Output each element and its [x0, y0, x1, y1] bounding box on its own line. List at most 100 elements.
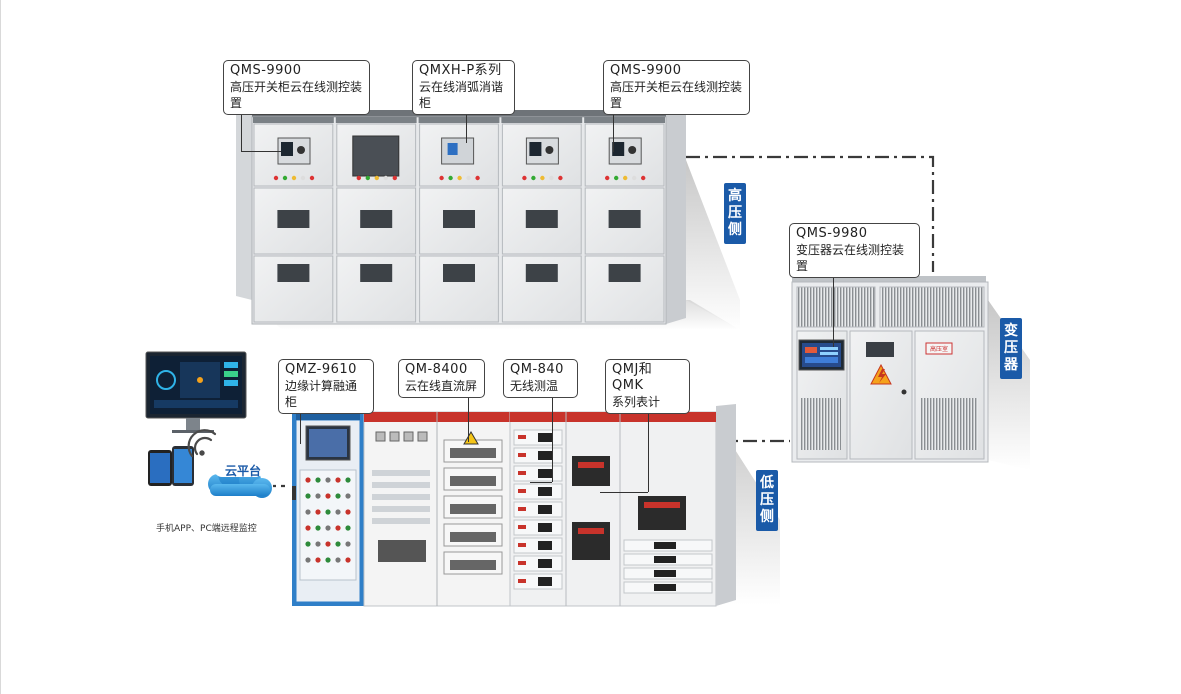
- qmz-button: [345, 477, 351, 483]
- hv-window: [360, 210, 393, 228]
- dc-row: [372, 482, 430, 488]
- hv-window: [608, 210, 641, 228]
- leader-transformer: [833, 257, 834, 347]
- qmz-button: [335, 525, 341, 531]
- badge-high-voltage: 高压侧: [724, 183, 746, 244]
- breaker-2: [572, 522, 610, 560]
- hv-to-transformer-line: [686, 155, 935, 272]
- badge-char: 压: [1004, 340, 1018, 356]
- leader-qm8400: [468, 398, 469, 442]
- hv-cabinets: [253, 117, 665, 323]
- callout-qm840: QM-840 无线测温: [503, 359, 578, 398]
- qmz-button: [345, 509, 351, 515]
- callout-model: QMS-9900: [230, 63, 302, 78]
- meter-icon: [538, 559, 552, 568]
- meter-icon: [538, 505, 552, 514]
- breaker-1: [572, 456, 610, 486]
- meter-icon: [654, 556, 676, 563]
- callout-desc: 边缘计算融通柜: [285, 379, 358, 409]
- wifi-icon: [187, 429, 217, 458]
- meter-window: [352, 135, 400, 177]
- dc-row: [372, 518, 430, 524]
- remote-monitoring: [145, 351, 272, 498]
- hv-window: [443, 210, 475, 228]
- leader-qmj: [648, 398, 649, 492]
- meter-icon: [654, 570, 676, 577]
- qmz-button: [305, 477, 311, 483]
- callout-hv-right: QMS-9900 高压开关柜云在线测控装置: [603, 60, 750, 115]
- callout-model: QMXH-P系列: [419, 63, 502, 78]
- qmz-button: [325, 477, 331, 483]
- meter-icon: [538, 541, 552, 550]
- qmz-button: [335, 541, 341, 547]
- qmz-button: [315, 541, 321, 547]
- callout-model: QMS-9980: [796, 226, 868, 241]
- qmz-button: [315, 477, 321, 483]
- meter-icon: [654, 542, 676, 549]
- hv-window: [277, 210, 310, 228]
- badge-char: 压: [760, 492, 774, 508]
- qmz-button: [335, 477, 341, 483]
- hv-cabinet: [253, 117, 334, 323]
- callout-model: QM-840: [510, 362, 564, 377]
- qmz-button: [345, 541, 351, 547]
- dc-meter: [403, 431, 414, 442]
- leader-qmz: [300, 398, 301, 444]
- callout-model: QMS-9900: [610, 63, 682, 78]
- hv-cabinet: [418, 117, 500, 323]
- qmz-button: [345, 557, 351, 563]
- qmz-button: [315, 509, 321, 515]
- dc-module: [378, 540, 426, 562]
- badge-transformer: 变压器: [1000, 318, 1022, 379]
- transformer-warning-label: 高压室: [930, 345, 948, 353]
- dc-meter: [375, 431, 386, 442]
- meter-icon: [538, 577, 552, 586]
- qmz-button: [305, 493, 311, 499]
- badge-char: 低: [760, 475, 774, 491]
- callout-transformer: QMS-9980 变压器云在线测控装置: [789, 223, 920, 278]
- qmz-button: [325, 509, 331, 515]
- callout-hv-mid: QMXH-P系列 云在线消弧消谐柜: [412, 60, 515, 115]
- callout-desc: 高压开关柜云在线测控装置: [610, 80, 743, 110]
- qmz-button: [305, 509, 311, 515]
- breaker-3: [638, 496, 686, 530]
- hv-cabinet: [335, 117, 417, 323]
- callout-model: QM-8400: [405, 362, 468, 377]
- badge-char: 侧: [728, 222, 742, 238]
- dc-meter: [417, 431, 428, 442]
- hv-window: [443, 264, 475, 282]
- qmz-button: [325, 525, 331, 531]
- qmz-button: [335, 509, 341, 515]
- meter-icon: [538, 451, 552, 460]
- left-edge-rule: [0, 0, 1, 694]
- qmz-button: [315, 557, 321, 563]
- cloud-platform-label: 云平台: [225, 464, 262, 478]
- callout-model: QMJ和QMK: [612, 362, 653, 393]
- meter-icon: [538, 523, 552, 532]
- warning-icon: [463, 431, 479, 445]
- badge-char: 高: [728, 188, 742, 204]
- hv-window: [608, 264, 641, 282]
- badge-char: 变: [1004, 323, 1018, 339]
- hv-window: [525, 210, 558, 228]
- dc-meter: [389, 431, 400, 442]
- leader-hv-left-h: [241, 151, 281, 152]
- qmz-button: [325, 557, 331, 563]
- badge-low-voltage: 低压侧: [756, 470, 778, 531]
- callout-qmj: QMJ和QMK 系列表计: [605, 359, 690, 414]
- transformer-cabinet: 高压室: [791, 276, 989, 463]
- qmz-button: [305, 525, 311, 531]
- callout-hv-left: QMS-9900 高压开关柜云在线测控装置: [223, 60, 370, 115]
- hv-cabinet: [584, 117, 665, 323]
- leader-hv-left: [241, 97, 242, 151]
- qmz-button: [305, 557, 311, 563]
- callout-qmz: QMZ-9610 边缘计算融通柜: [278, 359, 374, 414]
- qmz-button: [315, 525, 321, 531]
- badge-char: 侧: [760, 509, 774, 525]
- qmz-button: [345, 525, 351, 531]
- badge-char: 压: [728, 205, 742, 221]
- callout-desc: 变压器云在线测控装置: [796, 243, 905, 273]
- leader-qmj-h: [600, 492, 648, 493]
- qmz-button: [345, 493, 351, 499]
